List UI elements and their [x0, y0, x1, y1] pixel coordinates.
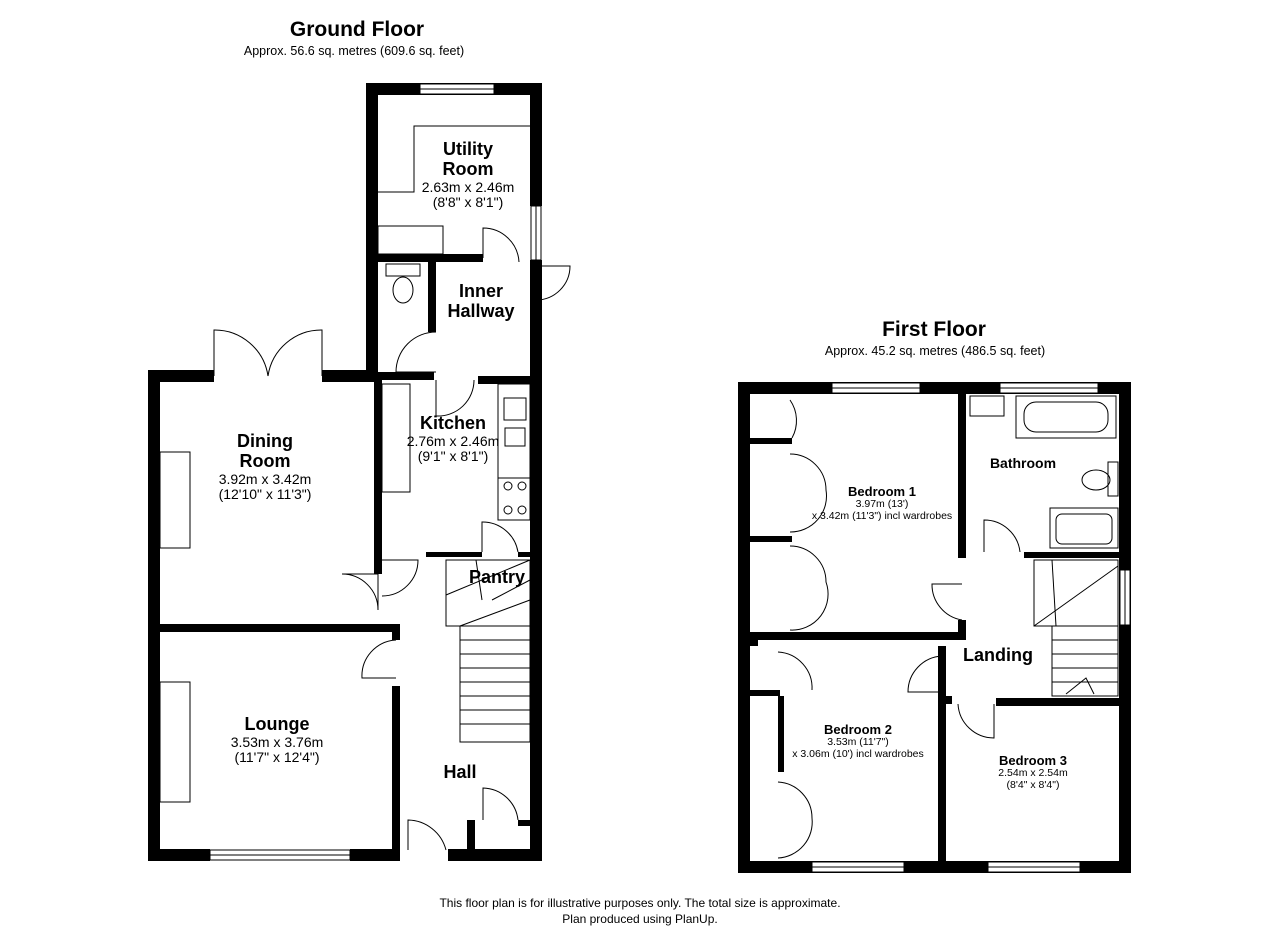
ground-floor-staircase: [445, 559, 531, 743]
dining-name-line-2: Room: [239, 450, 291, 471]
room-label-kitchen: Kitchen 2.76m x 2.46m (9'1" x 8'1"): [388, 413, 518, 465]
kitchen-dims-metric: 2.76m x 2.46m: [406, 432, 500, 449]
first-floor-windows: [811, 382, 1131, 873]
hall-name: Hall: [443, 762, 477, 782]
bedroom-3-dims-metric: 2.54m x 2.54m: [998, 767, 1068, 780]
first-floor-staircase: [1033, 559, 1119, 697]
bedroom-3-dims-imperial: (8'4" x 8'4"): [1006, 778, 1060, 791]
ground-floor-plan: [148, 83, 571, 861]
lounge-dims-imperial: (11'7" x 12'4"): [234, 749, 320, 766]
bedroom-1-dims-line-1: 3.97m (13'): [855, 498, 909, 511]
room-label-bedroom-1: Bedroom 1 3.97m (13') x 3.42m (11'3") in…: [792, 484, 972, 522]
utility-name-line-2: Room: [442, 158, 494, 179]
dining-dims-metric: 3.92m x 3.42m: [218, 470, 312, 487]
first-floor-title: First Floor: [882, 318, 986, 341]
ground-floor-internal-walls: [160, 254, 534, 850]
inner-hallway-name-line-1: Inner: [458, 281, 503, 301]
first-floor-plan: [738, 382, 1131, 873]
landing-name: Landing: [963, 645, 1033, 665]
bathroom-name: Bathroom: [989, 455, 1057, 471]
disclaimer: This floor plan is for illustrative purp…: [0, 896, 1280, 927]
lounge-dims-metric: 3.53m x 3.76m: [230, 733, 324, 750]
lounge-name: Lounge: [244, 714, 310, 734]
room-label-pantry: Pantry: [460, 567, 534, 588]
ground-floor-title: Ground Floor: [289, 18, 425, 41]
room-label-landing: Landing: [950, 645, 1046, 666]
ground-floor-external-walls: [148, 83, 542, 861]
bedroom-1-dims-line-2: x 3.42m (11'3") incl wardrobes: [811, 509, 953, 522]
room-label-hall: Hall: [430, 762, 490, 783]
utility-dims-imperial: (8'8" x 8'1"): [432, 193, 504, 210]
first-floor-doors: [777, 399, 1021, 859]
pantry-name: Pantry: [468, 567, 526, 587]
room-label-dining-room: Dining Room 3.92m x 3.42m (12'10" x 11'3…: [190, 431, 340, 502]
room-label-bedroom-2: Bedroom 2 3.53m (11'7") x 3.06m (10') in…: [770, 722, 946, 760]
utility-dims-metric: 2.63m x 2.46m: [421, 178, 515, 195]
utility-name-line-1: Utility: [442, 139, 493, 159]
bedroom-2-dims-line-1: 3.53m (11'7"): [827, 736, 889, 749]
room-label-bathroom: Bathroom: [975, 455, 1071, 471]
ground-floor-doors: [213, 227, 571, 851]
inner-hallway-name-line-2: Hallway: [447, 300, 515, 321]
ground-floor-fixtures: [159, 125, 531, 803]
disclaimer-line-1: This floor plan is for illustrative purp…: [439, 896, 841, 910]
dining-dims-imperial: (12'10" x 11'3"): [218, 485, 312, 502]
dining-name-line-1: Dining: [237, 431, 293, 451]
kitchen-name: Kitchen: [419, 413, 486, 433]
room-label-lounge: Lounge 3.53m x 3.76m (11'7" x 12'4"): [200, 714, 354, 766]
ground-floor-area: Approx. 56.6 sq. metres (609.6 sq. feet): [243, 44, 465, 58]
room-label-bedroom-3: Bedroom 3 2.54m x 2.54m (8'4" x 8'4"): [978, 753, 1088, 791]
bedroom-3-name: Bedroom 3: [999, 753, 1067, 768]
first-floor-internal-walls: [750, 394, 1119, 861]
bedroom-1-name: Bedroom 1: [848, 484, 916, 499]
room-label-utility: Utility Room 2.63m x 2.46m (8'8" x 8'1"): [380, 139, 556, 210]
first-floor-external-walls: [738, 382, 1131, 873]
disclaimer-line-2: Plan produced using PlanUp.: [562, 911, 718, 926]
ground-floor-windows: [209, 83, 542, 861]
bedroom-2-name: Bedroom 2: [824, 722, 892, 737]
bedroom-2-dims-line-2: x 3.06m (10') incl wardrobes: [792, 747, 924, 760]
room-label-inner-hallway: Inner Hallway: [436, 281, 526, 322]
first-floor-area: Approx. 45.2 sq. metres (486.5 sq. feet): [824, 344, 1046, 358]
first-floor-fixtures: [969, 395, 1119, 549]
kitchen-dims-imperial: (9'1" x 8'1"): [417, 448, 489, 465]
